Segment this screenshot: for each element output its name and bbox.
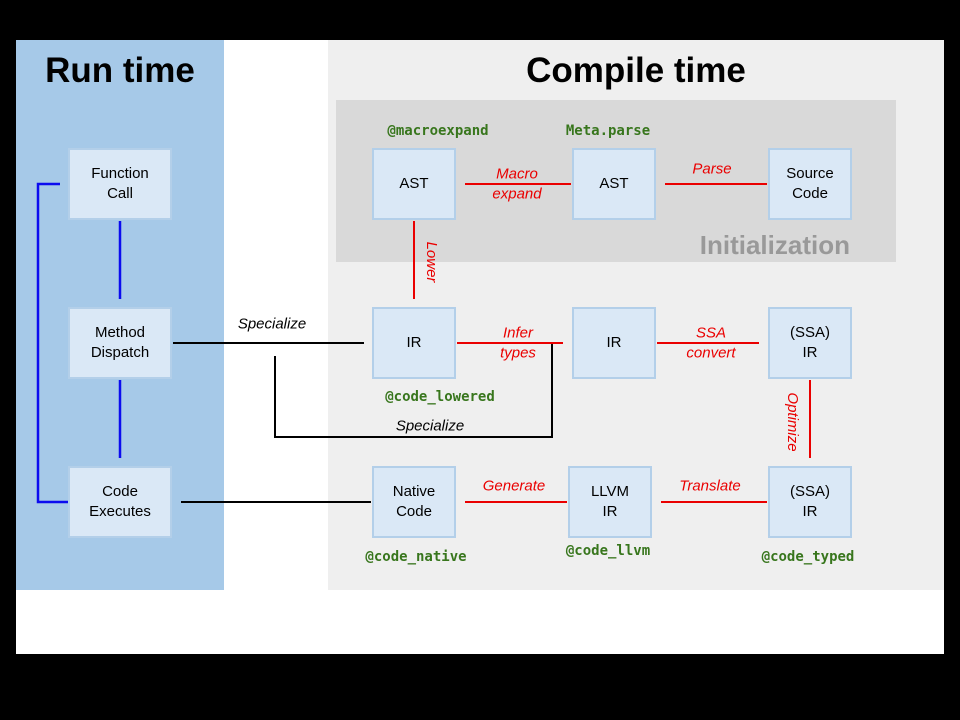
edge-label-optimize: Optimize (783, 392, 801, 452)
macro-tag-macroexpand: @macroexpand (387, 123, 489, 139)
runtime-title: Run time (45, 51, 195, 90)
node-method-dispatch: Method Dispatch (68, 307, 172, 379)
node-code-executes: Code Executes (68, 466, 172, 538)
arrow-specialize-loop (274, 344, 553, 438)
node-ir-lowered: IR (372, 307, 456, 379)
macro-tag-code-lowered: @code_lowered (385, 389, 495, 405)
macro-tag-meta-parse: Meta.parse (565, 123, 651, 139)
edge-label-translate: Translate (679, 477, 741, 495)
node-native-code: Native Code (372, 466, 456, 538)
edge-label-specialize-loop: Specialize (395, 417, 465, 435)
edge-label-infer-types: Infer types (500, 324, 536, 362)
node-ast-parsed: AST (572, 148, 656, 220)
edge-label-lower: Lower (422, 241, 440, 283)
macro-tag-code-native: @code_native (365, 549, 467, 565)
node-ast-expanded: AST (372, 148, 456, 220)
node-ssa-ir-optimized: (SSA) IR (768, 466, 852, 538)
macro-tag-code-typed: @code_typed (761, 549, 855, 565)
initialization-label: Initialization (699, 230, 850, 260)
node-ir-inferred: IR (572, 307, 656, 379)
node-source-code: Source Code (768, 148, 852, 220)
node-function-call: Function Call (68, 148, 172, 220)
node-llvm-ir: LLVM IR (568, 466, 652, 538)
edge-label-specialize: Specialize (237, 315, 307, 333)
arrow-codeexecutes-loop-to-functioncall (36, 182, 68, 504)
edge-label-macro-expand: Macro expand (492, 165, 542, 203)
macro-tag-code-llvm: @code_llvm (565, 543, 651, 559)
edge-label-parse: Parse (692, 160, 732, 178)
edge-label-ssa-convert: SSA convert (686, 324, 736, 362)
edge-label-generate: Generate (482, 477, 546, 495)
compile-time-title: Compile time (526, 51, 746, 90)
node-ssa-ir-converted: (SSA) IR (768, 307, 852, 379)
